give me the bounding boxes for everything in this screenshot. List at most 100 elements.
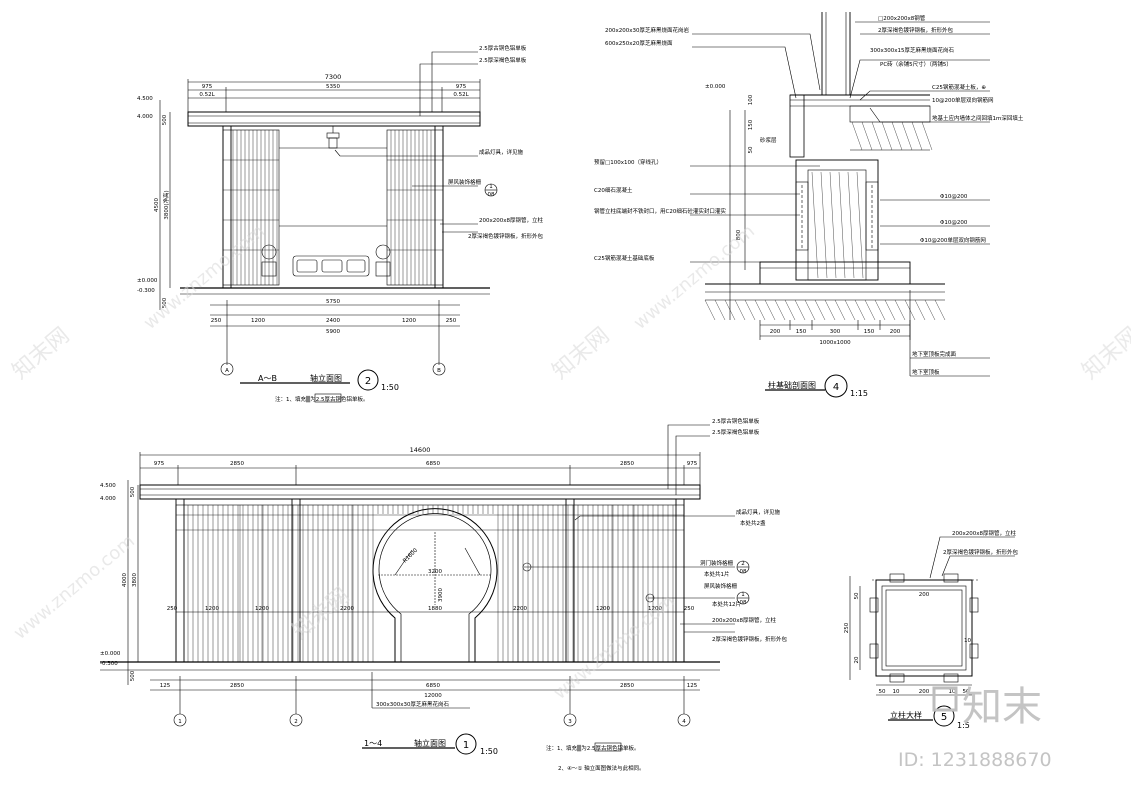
s4-top-4: 2厚深褐色镀锌钢板，折形外包 bbox=[878, 26, 954, 34]
earth-hatch bbox=[854, 299, 866, 321]
e14-vdim-4000: 4000 bbox=[122, 573, 128, 587]
e14-in-7: 1200 bbox=[596, 606, 610, 612]
d5-caption-number: 5 bbox=[941, 712, 947, 723]
ab-level-m030: -0.300 bbox=[137, 288, 155, 294]
s4-dim-1: 200 bbox=[770, 329, 781, 335]
earth-hatch bbox=[774, 299, 786, 321]
e14-callout-10: 2厚深褐色镀锌钢板，折形外包 bbox=[712, 635, 788, 643]
earth-hatch bbox=[734, 299, 746, 321]
ab-dim-slope-a: 0.52L bbox=[199, 92, 215, 98]
e14-note-1: 注：1、填充▒为2.5厚古铜色铝单板。 bbox=[546, 744, 639, 752]
wm-tile-cn-4: 知末网 bbox=[1078, 323, 1131, 385]
ab-dim-250a: 250 bbox=[211, 318, 222, 324]
e14-in-9: 250 bbox=[684, 606, 695, 612]
detail-5-text: 200x200x8厚钢管，立柱 2厚深褐色镀锌钢板，折形外包 200 250 5… bbox=[844, 529, 1019, 730]
ab-callout-3: 成品灯具，详见施 bbox=[479, 148, 524, 156]
e14-dim-2850a: 2850 bbox=[230, 461, 244, 467]
e14-callout-8: 本处共12片 bbox=[712, 600, 741, 608]
e14-axis-4: 4 bbox=[682, 719, 686, 725]
e14-callout-4: 本处共2盏 bbox=[740, 519, 766, 527]
ab-dim-250b: 250 bbox=[446, 318, 457, 324]
d5-bot-1: 50 bbox=[879, 689, 886, 695]
wm-tile-url-3: www.znzmo.com bbox=[10, 531, 139, 644]
ab-axis-b: B bbox=[437, 368, 441, 374]
soil-hatch bbox=[911, 121, 923, 151]
e14-callout-1: 2.5厚古铜色铝单板 bbox=[712, 417, 760, 425]
earth-hatch bbox=[804, 299, 816, 321]
ab-axis-a: A bbox=[225, 368, 229, 374]
e14-dim-975a: 975 bbox=[154, 461, 165, 467]
s4-caption-text: 柱基础剖面图 bbox=[768, 380, 816, 390]
elevation-14-text: 14600 975 2850 6850 2850 975 4.500 4.000… bbox=[100, 417, 788, 772]
s4-note-2: 地下室顶板 bbox=[912, 368, 940, 376]
e14-bubble1-top: 2 bbox=[741, 561, 745, 567]
e14-callout-3: 成品灯具，详见施 bbox=[736, 508, 781, 516]
e14-vdim-500: 500 bbox=[130, 486, 136, 497]
e14-in-6: 2200 bbox=[513, 606, 527, 612]
wm-tile-cn-2: 知末网 bbox=[548, 323, 615, 385]
s4-vdim-2: 150 bbox=[748, 119, 754, 130]
s4-dim-5: 200 bbox=[890, 329, 901, 335]
section-4-hatch bbox=[704, 121, 946, 321]
d5-bot-5: 50 bbox=[963, 689, 970, 695]
e14-level-0: ±0.000 bbox=[100, 651, 121, 657]
e14-bot-4: 2850 bbox=[620, 683, 634, 689]
earth-hatch bbox=[704, 299, 716, 321]
d5-bot-2: 10 bbox=[893, 689, 900, 695]
ab-screen-grid-right bbox=[387, 130, 443, 285]
e14-dim-975b: 975 bbox=[687, 461, 698, 467]
wm-tile-url-2: www.znzmo.com bbox=[630, 221, 759, 334]
soil-hatch bbox=[881, 121, 893, 151]
e14-in-5: 1880 bbox=[428, 606, 442, 612]
e14-bot-3: 6850 bbox=[426, 683, 440, 689]
earth-hatch bbox=[884, 299, 896, 321]
e14-axis-1: 1 bbox=[178, 719, 182, 725]
elevation-ab-text: 7300 975 5350 975 0.52L 0.52L 4.500 4.00… bbox=[137, 44, 544, 403]
earth-hatch bbox=[874, 299, 886, 321]
e14-caption-text: 轴立面图 bbox=[414, 738, 446, 748]
e14-bot-1: 125 bbox=[160, 683, 171, 689]
ab-caption-text: 轴立面图 bbox=[310, 373, 342, 383]
e14-grid bbox=[176, 505, 684, 662]
ab-vdim-4500: 4500 bbox=[154, 198, 160, 212]
e14-in-8: 1200 bbox=[648, 606, 662, 612]
s4-top-5: 300x300x15厚芝麻黑烧面花岗石 bbox=[870, 46, 955, 54]
wm-tile-url-1: www.znzmo.com bbox=[140, 221, 269, 334]
znzmo-logo-icon bbox=[932, 686, 958, 712]
earth-hatch bbox=[764, 299, 776, 321]
e14-callout-9: 200x200x8厚钢管，立柱 bbox=[712, 616, 777, 624]
earth-hatch bbox=[754, 299, 766, 321]
s4-caption-number: 4 bbox=[833, 382, 839, 393]
wm-tile-url-4: www.znzmo.com bbox=[550, 591, 679, 704]
earth-hatch bbox=[724, 299, 736, 321]
wm-tile-cn-1: 知末网 bbox=[8, 323, 75, 385]
d5-dim-200: 200 bbox=[919, 592, 930, 598]
e14-caption-prefix: 1～4 bbox=[364, 739, 382, 748]
s4-right-5: Φ10@200 bbox=[940, 220, 968, 226]
s4-top-2: 600x250x20厚芝麻黑烧面 bbox=[605, 39, 673, 47]
e14-level-m030: -0.300 bbox=[100, 661, 118, 667]
e14-callout-2: 2.5厚深褐色铝单板 bbox=[712, 428, 760, 436]
ab-callout-6: 2厚深褐色镀锌钢板，折形外包 bbox=[468, 232, 544, 240]
soil-hatch bbox=[901, 121, 913, 151]
ab-dim-5900: 5900 bbox=[326, 329, 340, 335]
e14-bubble2-bottom: 08 bbox=[740, 600, 747, 606]
e14-dim-total: 14600 bbox=[410, 446, 431, 454]
e14-in-1: 250 bbox=[167, 606, 178, 612]
ab-caption-prefix: A～B bbox=[258, 374, 277, 383]
e14-caption-scale: 1:50 bbox=[480, 747, 498, 756]
d5-dim-10: 10 bbox=[964, 638, 971, 644]
d5-caption-text: 立柱大样 bbox=[890, 710, 922, 720]
ab-level-0: ±0.000 bbox=[137, 278, 158, 284]
earth-hatch bbox=[864, 299, 876, 321]
d5-caption-scale: 1:5 bbox=[957, 721, 970, 730]
elevation-ab bbox=[159, 51, 498, 403]
s4-right-4: Φ10@200 bbox=[940, 194, 968, 200]
e14-callout-7: 屏风装饰格栅 bbox=[704, 582, 738, 590]
d5-bot-3: 200 bbox=[919, 689, 930, 695]
earth-hatch bbox=[894, 299, 906, 321]
wm-id-text: ID: 1231888670 bbox=[898, 749, 1052, 771]
soil-hatch bbox=[851, 121, 863, 151]
s4-dim-2: 150 bbox=[796, 329, 807, 335]
